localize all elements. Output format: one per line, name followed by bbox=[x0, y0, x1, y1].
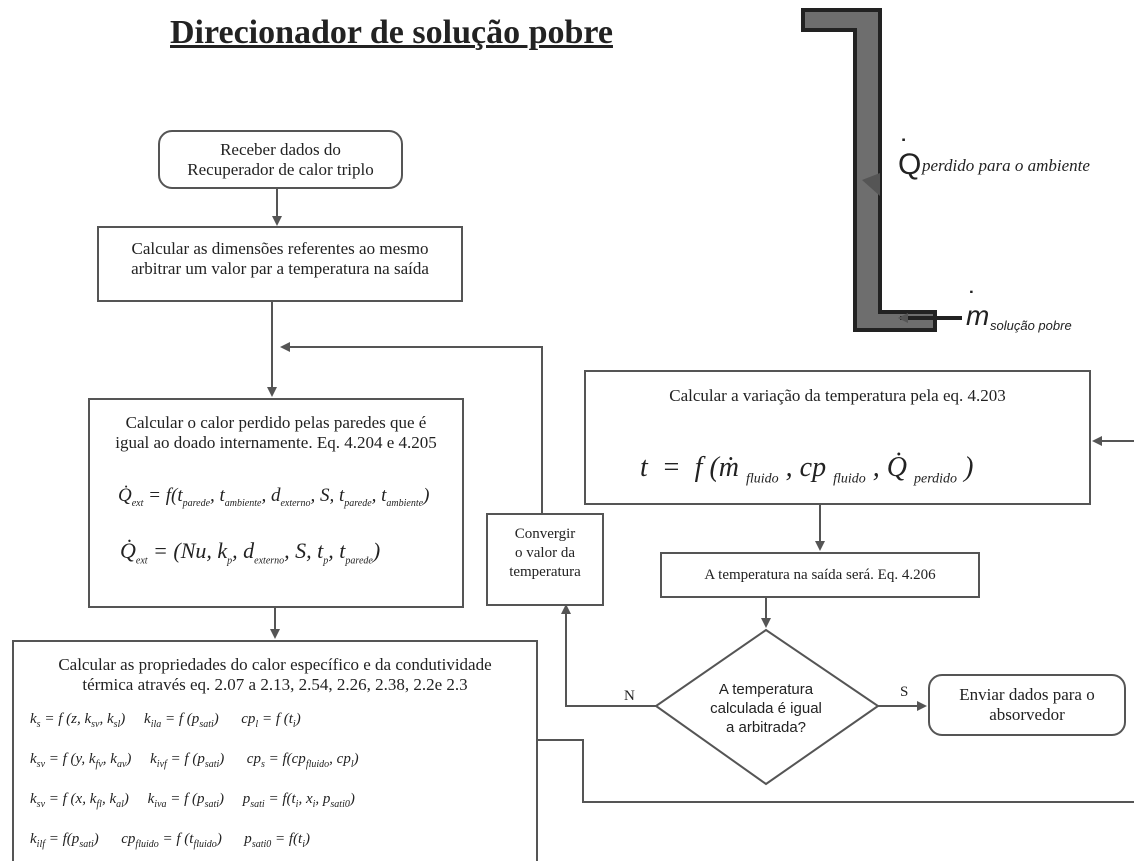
converge-line-1: Convergir bbox=[514, 526, 576, 542]
dimensions-line-2: arbitrar um valor par a temperatura na s… bbox=[131, 259, 429, 278]
dimensions-node: Calcular as dimensões referentes ao mesm… bbox=[97, 226, 463, 302]
arrow-properties-to-variation bbox=[538, 739, 1134, 803]
temp-variation-equation: t = f (ṁ fluido , cp fluido , Q̇ perdido… bbox=[640, 452, 973, 488]
pipe-body-icon bbox=[801, 8, 937, 332]
edge-label-yes: S bbox=[900, 684, 909, 700]
heat-loss-line-2: igual ao doado internamente. Eq. 4.204 e… bbox=[115, 433, 437, 452]
page-title: Direcionador de solução pobre bbox=[170, 14, 613, 51]
decision-line-3: a arbitrada? bbox=[725, 719, 807, 736]
mass-flow-symbol: m bbox=[966, 300, 989, 332]
converge-line-3: temperatura bbox=[509, 564, 581, 580]
receive-line-2: Recuperador de calor triplo bbox=[187, 160, 374, 179]
decision-line-2: calculada é igual bbox=[710, 700, 822, 717]
arrow-converge-loop bbox=[280, 342, 543, 513]
outlet-temperature-node: A temperatura na saída será. Eq. 4.206 bbox=[660, 552, 980, 598]
decision-diamond bbox=[654, 628, 880, 786]
send-line-1: Enviar dados para o bbox=[959, 685, 1095, 704]
outlet-line-1: A temperatura na saída será. Eq. 4.206 bbox=[704, 567, 936, 583]
temp-variation-node: Calcular a variação da temperatura pela … bbox=[584, 370, 1091, 505]
heat-loss-symbol: Q bbox=[898, 148, 921, 182]
properties-line-1: Calcular as propriedades do calor especí… bbox=[58, 655, 492, 674]
receive-data-node: Receber dados do Recuperador de calor tr… bbox=[158, 130, 403, 189]
arrow-decision-no bbox=[561, 604, 656, 707]
eq2-render: Q̇ext = (Nu, kp, dexterno, S, tp, tpared… bbox=[120, 538, 381, 567]
eq3-render: t = f (ṁ fluido , cp fluido , Q̇ perdido… bbox=[640, 452, 974, 487]
eq1-render: Q̇ext = f(tparede, tambiente, dexterno, … bbox=[118, 485, 430, 509]
decision-text: A temperatura calculada é igual a arbitr… bbox=[686, 680, 846, 737]
receive-line-1: Receber dados do bbox=[220, 140, 341, 159]
heat-loss-node: Calcular o calor perdido pelas paredes q… bbox=[88, 398, 464, 608]
send-line-2: absorvedor bbox=[989, 705, 1065, 724]
converge-line-2: o valor da bbox=[515, 545, 575, 561]
converge-node: Convergir o valor da temperatura bbox=[486, 513, 604, 606]
property-eq-row-2: ksv = f (y, kfv, kav) kivf = f (psati) c… bbox=[30, 751, 359, 770]
property-eq-row-3: ksv = f (x, kfl, kal) kiva = f (psati) p… bbox=[30, 791, 355, 810]
mass-flow-label: solução pobre bbox=[990, 318, 1072, 333]
property-eq-row-4: kilf = f(psati) cpfluido = f (tfluido) p… bbox=[30, 831, 310, 850]
properties-node: Calcular as propriedades do calor especí… bbox=[12, 640, 538, 861]
property-equations: ks = f (z, ksv, ksl) kila = f (psati) cp… bbox=[30, 702, 359, 861]
dimensions-line-1: Calcular as dimensões referentes ao mesm… bbox=[131, 239, 429, 258]
heat-loss-arrow-icon bbox=[862, 173, 880, 196]
decision-line-1: A temperatura bbox=[718, 681, 814, 698]
properties-line-2: térmica através eq. 2.07 a 2.13, 2.54, 2… bbox=[82, 675, 468, 694]
heat-loss-line-1: Calcular o calor perdido pelas paredes q… bbox=[125, 413, 427, 432]
edge-label-no: N bbox=[624, 688, 635, 704]
property-eq-row-1: ks = f (z, ksv, ksl) kila = f (psati) cp… bbox=[30, 711, 301, 730]
heat-loss-label: perdido para o ambiente bbox=[922, 156, 1090, 175]
heat-loss-equation-2: Q̇ext = (Nu, kp, dexterno, S, tp, tpared… bbox=[120, 538, 380, 566]
temp-variation-line-1: Calcular a variação da temperatura pela … bbox=[669, 386, 1006, 405]
send-data-node: Enviar dados para o absorvedor bbox=[928, 674, 1126, 736]
heat-loss-equation-1: Q̇ext = f(tparede, tambiente, dexterno, … bbox=[118, 485, 429, 509]
